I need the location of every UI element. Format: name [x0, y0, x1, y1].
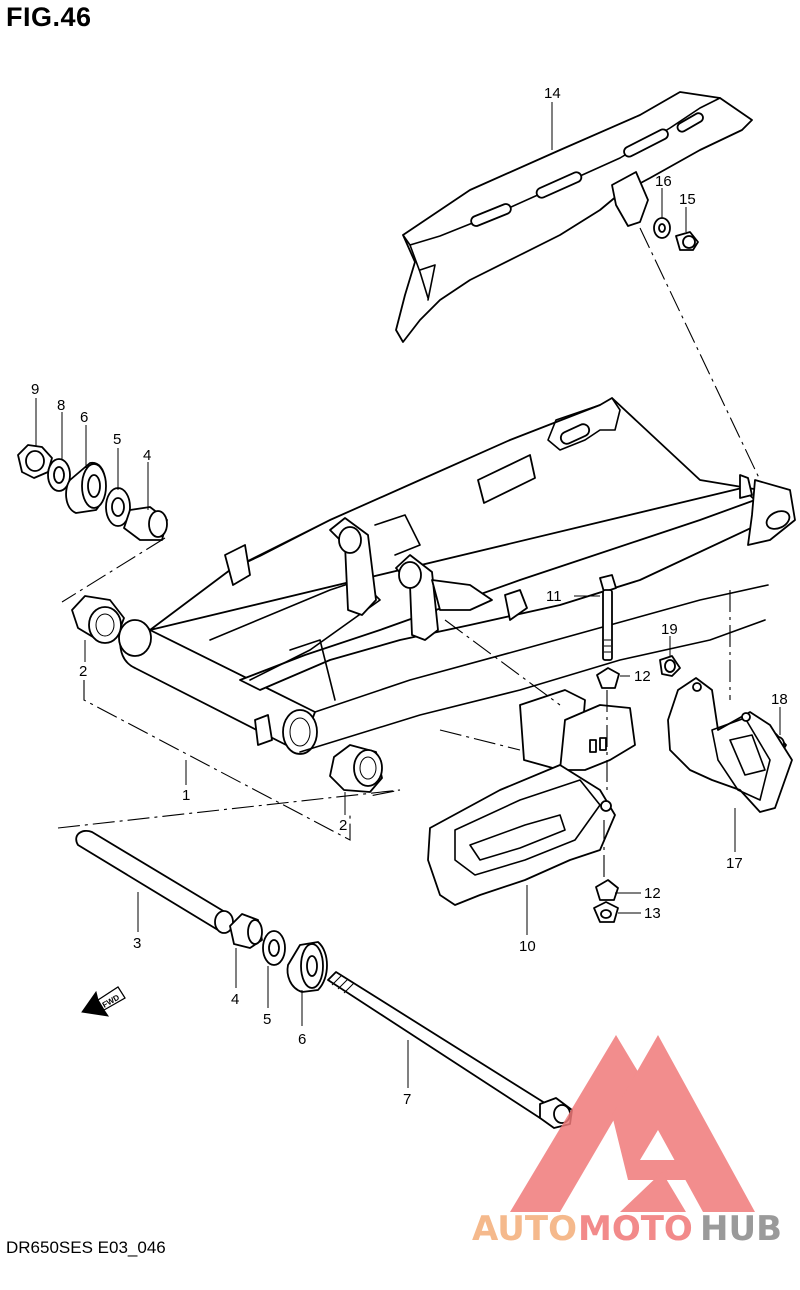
diagram-code: DR650SES E03_046: [6, 1238, 166, 1257]
callout-2b: 2: [339, 817, 347, 834]
spacer-3-part[interactable]: [75, 830, 234, 934]
chain-buffer-10-part[interactable]: [427, 689, 636, 906]
pivot-shaft-7-part[interactable]: [327, 971, 573, 1129]
bearing-6b-part[interactable]: [286, 941, 328, 993]
nut-13-part[interactable]: [593, 901, 619, 923]
leader-lines: [35, 102, 781, 1088]
callout-5a: 5: [113, 431, 121, 448]
callout-4a: 4: [143, 447, 151, 464]
callout-19: 19: [661, 621, 678, 638]
figure-title: FIG.46: [6, 2, 92, 32]
callout-12a: 12: [634, 668, 651, 685]
callout-4b: 4: [231, 991, 239, 1008]
callout-17: 17: [726, 855, 743, 872]
bolt-19-part[interactable]: [659, 655, 681, 677]
callout-labels: 14 16 15 9 8 6 5 4 2 11 19 12 18 1 2 17 …: [31, 85, 788, 1108]
swingarm-part[interactable]: [118, 397, 796, 755]
callout-14: 14: [544, 85, 561, 102]
seal-5b-part[interactable]: [262, 930, 286, 966]
watermark-text: AUTO MOTO HUB: [472, 1209, 782, 1249]
fwd-arrow-icon: FWD: [81, 986, 126, 1017]
watermark-logo: [510, 1035, 755, 1212]
chain-guard-part[interactable]: [395, 91, 753, 343]
nut-9-part[interactable]: [17, 444, 53, 479]
callout-7: 7: [403, 1091, 411, 1108]
bolt-15-part[interactable]: [675, 231, 699, 251]
bearing-6a-part[interactable]: [65, 462, 107, 514]
bushing-2b-part[interactable]: [329, 744, 383, 793]
nut-12b-part[interactable]: [595, 879, 619, 901]
callout-3: 3: [133, 935, 141, 952]
bushing-4b-part[interactable]: [229, 913, 263, 949]
callout-13: 13: [644, 905, 661, 922]
washer-16-part[interactable]: [653, 217, 671, 239]
watermark-hub: HUB: [700, 1209, 782, 1249]
callout-6a: 6: [80, 409, 88, 426]
callout-18: 18: [771, 691, 788, 708]
callout-11: 11: [546, 588, 562, 605]
bushing-2a-part[interactable]: [71, 595, 125, 644]
callout-16: 16: [655, 173, 672, 190]
watermark-auto: AUTO: [472, 1209, 577, 1249]
watermark-moto: MOTO: [578, 1209, 693, 1249]
bushing-4a-part[interactable]: [123, 506, 168, 541]
callout-10: 10: [519, 938, 536, 955]
callout-12b: 12: [644, 885, 661, 902]
callout-2a: 2: [79, 663, 87, 680]
callout-9: 9: [31, 381, 39, 398]
nut-12a-part[interactable]: [596, 667, 620, 689]
callout-6b: 6: [298, 1031, 306, 1048]
callout-5b: 5: [263, 1011, 271, 1028]
bolt-11-part[interactable]: [599, 574, 617, 661]
callout-15: 15: [679, 191, 696, 208]
callout-1: 1: [182, 787, 190, 804]
washer-8-part[interactable]: [47, 458, 71, 492]
chain-guide-17-part[interactable]: [667, 677, 793, 813]
callout-8: 8: [57, 397, 65, 414]
seal-5a-part[interactable]: [105, 487, 131, 527]
